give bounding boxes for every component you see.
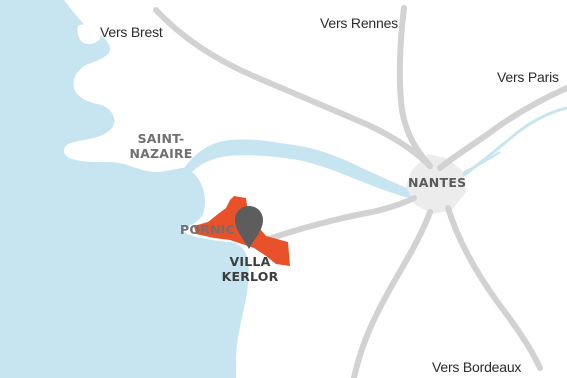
road-brest: [153, 7, 433, 169]
nantes-area: [406, 154, 466, 214]
label-saint-nazaire-line1: SAINT-: [137, 131, 185, 146]
road-network: [153, 5, 567, 378]
label-saint-nazaire: SAINT- NAZAIRE: [128, 131, 194, 161]
label-villa-line2: KERLOR: [221, 269, 279, 284]
road-rennes: [396, 5, 433, 169]
river-loire: [447, 106, 567, 188]
road-paris: [437, 85, 567, 171]
label-vers-paris: Vers Paris: [497, 69, 559, 85]
label-vers-bordeaux: Vers Bordeaux: [432, 359, 522, 375]
label-vers-rennes: Vers Rennes: [320, 15, 398, 31]
road-southwest: [351, 209, 433, 378]
label-pornic: PORNIC: [180, 222, 235, 237]
label-villa-line1: VILLA: [229, 254, 271, 269]
map-pin-icon[interactable]: [235, 206, 263, 249]
estuary: [184, 139, 418, 200]
label-nantes: NANTES: [408, 175, 467, 190]
sea-area: [0, 0, 249, 378]
road-bordeaux: [445, 205, 543, 371]
label-saint-nazaire-line2: NAZAIRE: [129, 146, 193, 161]
label-vers-brest: Vers Brest: [100, 24, 163, 40]
coast-island: [77, 24, 101, 44]
label-villa-kerlor: VILLA KERLOR: [218, 254, 282, 284]
road-pornic: [263, 195, 417, 243]
